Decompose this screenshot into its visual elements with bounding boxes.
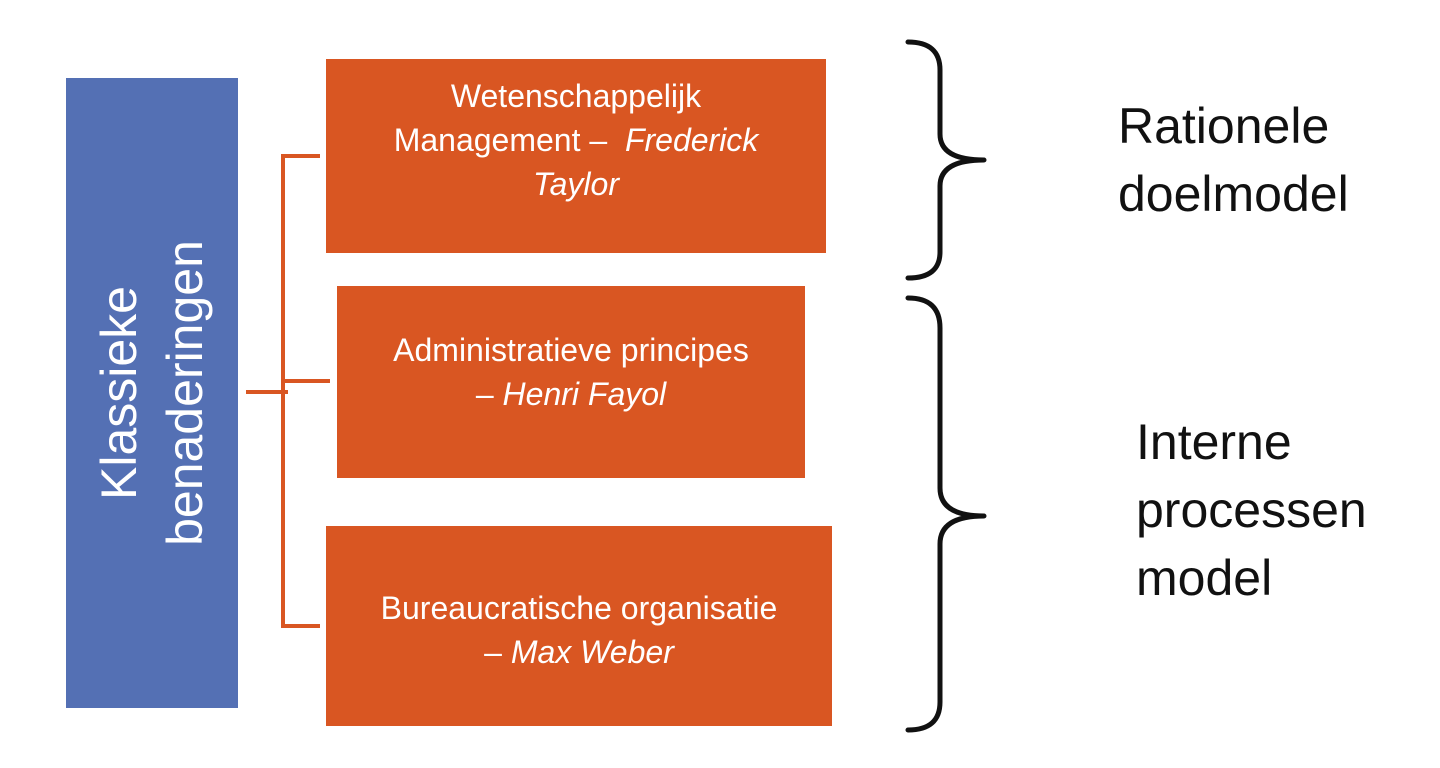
approach-1-main: Management – [393, 122, 608, 158]
approach-3-dash: – [484, 634, 502, 670]
approach-1-author-first: Frederick [624, 122, 759, 158]
group-1-line-1: Rationele [1118, 98, 1330, 154]
brace-intern [905, 295, 987, 733]
approach-1-line-1: Wetenschappelijk [450, 78, 702, 114]
approach-3-author: Max Weber [510, 634, 674, 670]
group-1-line-2: doelmodel [1118, 166, 1349, 222]
group-2-line-2: processen [1136, 482, 1367, 538]
group-label-rationeel: Rationele doelmodel [1118, 92, 1349, 228]
approach-2-author-line: – Henri Fayol [393, 372, 749, 416]
group-2-line-1: Interne [1136, 414, 1292, 470]
approach-box-taylor: Wetenschappelijk Management – Frederick … [326, 59, 826, 253]
approach-3-main: Bureaucratische organisatie [380, 590, 778, 626]
approach-2-main: Administratieve principes [393, 332, 749, 368]
approach-3-author-line: – Max Weber [381, 630, 778, 674]
root-node [66, 78, 238, 708]
approach-2-author: Henri Fayol [502, 376, 667, 412]
brace-rationeel [905, 39, 987, 281]
approach-2-dash: – [475, 376, 494, 412]
approach-box-weber: Bureaucratische organisatie – Max Weber [326, 526, 832, 726]
approach-1-line-2: Management – Frederick [394, 118, 759, 162]
group-label-intern: Interne processen model [1136, 408, 1367, 612]
approach-box-fayol: Administratieve principes – Henri Fayol [337, 286, 805, 478]
approach-1-author-last: Taylor [533, 166, 619, 202]
group-2-line-3: model [1136, 550, 1273, 606]
